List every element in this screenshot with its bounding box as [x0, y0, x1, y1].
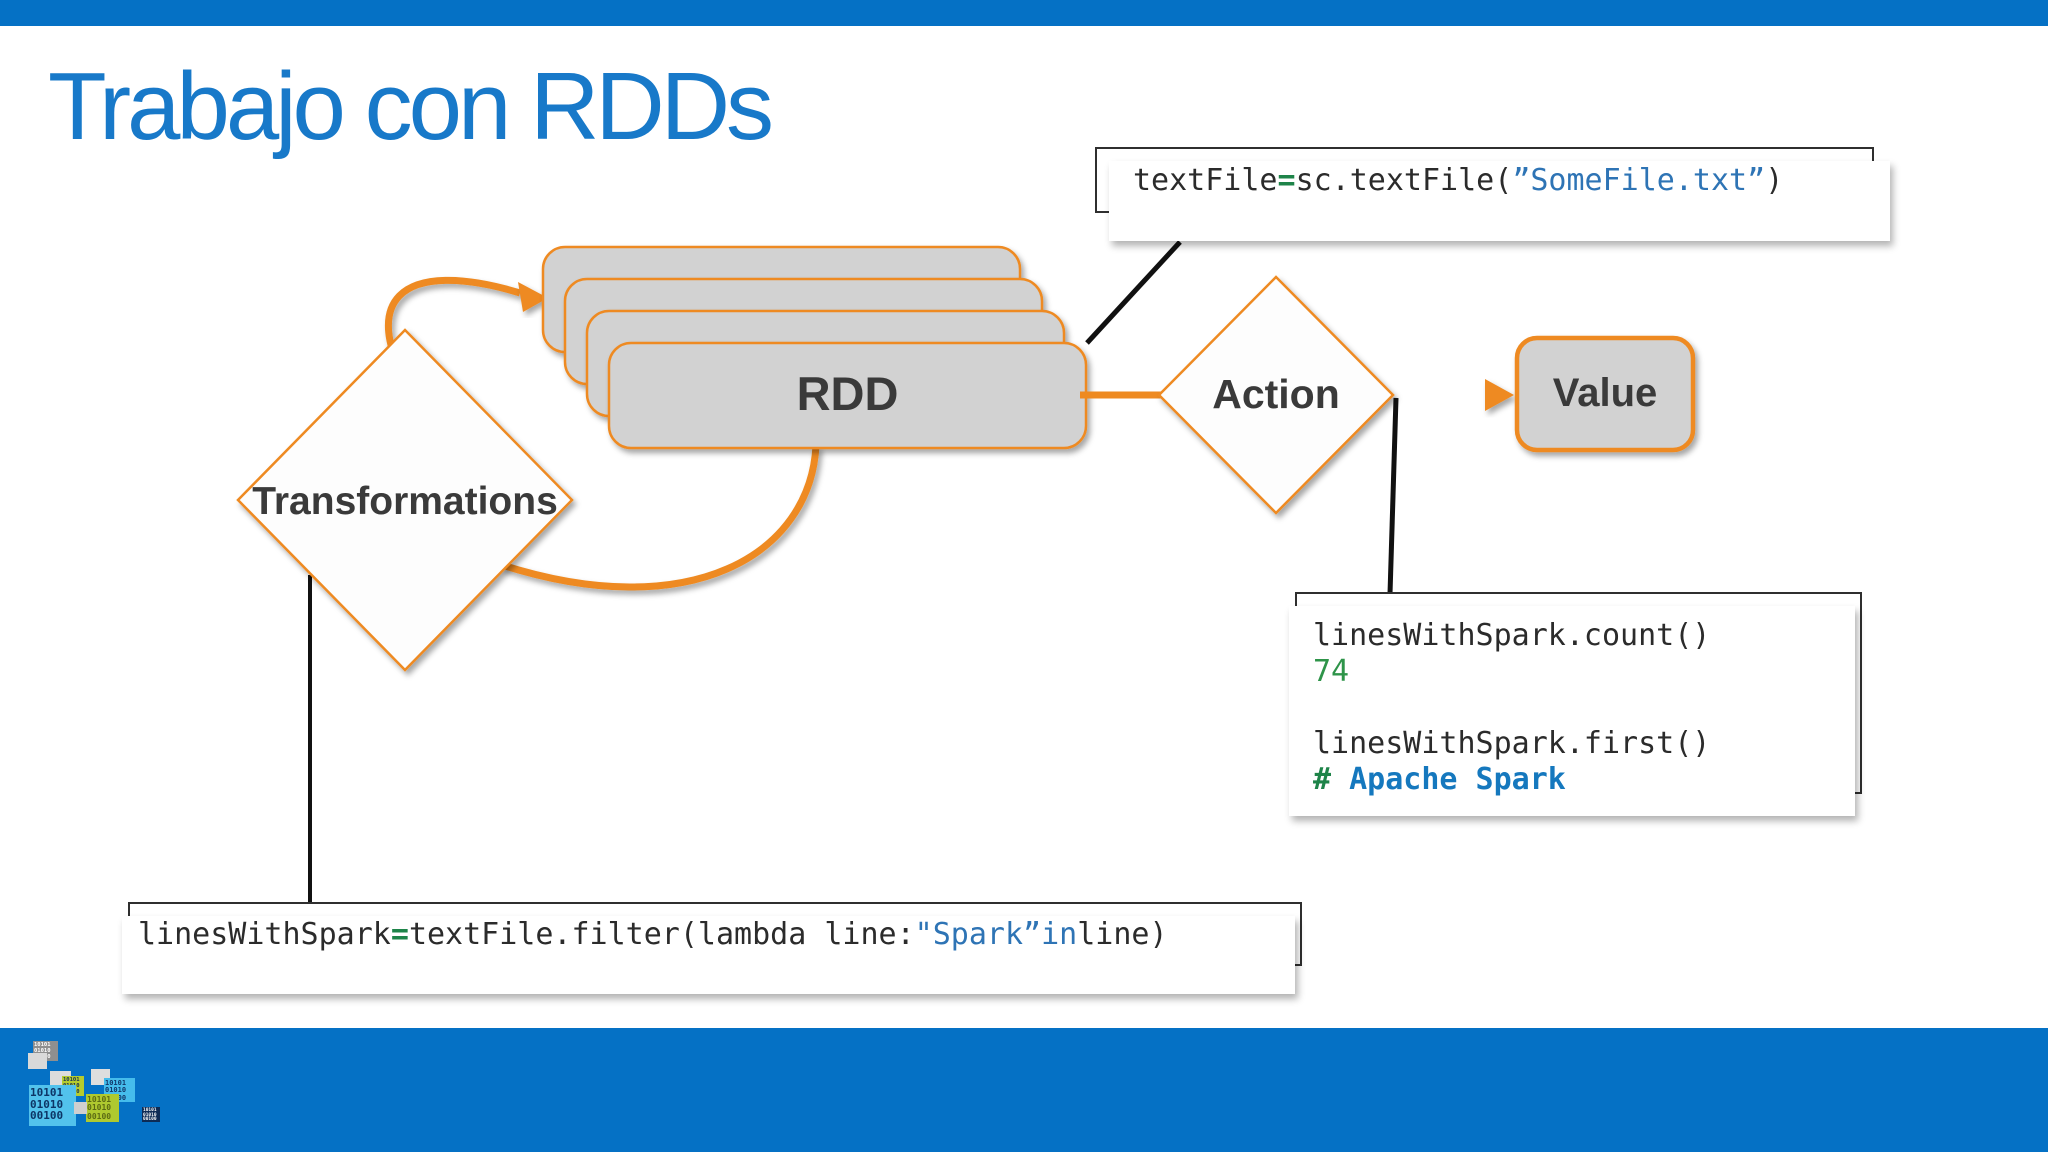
logo-binary-text: 10101 01010 00100	[30, 1086, 64, 1123]
logo-square: 10101 01010 00100	[86, 1094, 119, 1122]
code-box-textfile: textFile = sc.textFile(”SomeFile.txt”)	[1095, 147, 1890, 241]
code-token: in	[1041, 916, 1078, 952]
code-token: textFile	[1133, 162, 1278, 198]
code-line-blank	[1313, 690, 1860, 726]
code-line: linesWithSpark.first()	[1313, 726, 1711, 761]
code-box-filter: linesWithSpark = textFile.filter(lambda …	[122, 902, 1302, 994]
code-token: textFile.filter(lambda line:	[408, 916, 915, 952]
top-accent-bar	[0, 0, 2048, 26]
code-token: =	[1277, 162, 1296, 198]
code-token: #	[1313, 762, 1350, 797]
logo-square	[74, 1102, 87, 1114]
code-token: ”SomeFile.txt”	[1512, 162, 1766, 198]
code-token: line)	[1077, 916, 1168, 952]
action-label: Action	[1212, 371, 1340, 417]
code-line: 74	[1313, 654, 1350, 689]
code-token: Apache Spark	[1349, 762, 1566, 797]
logo-square: 10101 01010 00100	[142, 1107, 160, 1122]
connector-textfile-to-rdd	[1085, 240, 1182, 345]
action-diamond	[1157, 275, 1395, 515]
code-token: sc.textFile(	[1295, 162, 1513, 198]
logo-binary-text: 10101 01010 00100	[87, 1095, 112, 1121]
code-token: =	[390, 916, 409, 952]
action-to-value-arrow	[1392, 379, 1514, 411]
rdd-stack	[541, 245, 1088, 450]
code-line: # Apache Spark	[1313, 762, 1860, 798]
value-box	[1514, 335, 1696, 453]
logo-square: 10101 01010 00100	[29, 1085, 76, 1126]
slide-title: Trabajo con RDDs	[48, 53, 774, 160]
code-token: linesWithSpark	[138, 916, 391, 952]
code-token: "Spark”	[914, 916, 1042, 952]
code-line: linesWithSpark.count()	[1313, 618, 1711, 653]
logo-square	[28, 1053, 47, 1069]
bottom-footer-bar	[0, 1028, 2048, 1152]
logo-binary-text: 10101 01010 00100	[143, 1108, 157, 1122]
transformations-diamond	[236, 328, 574, 672]
code-box-results: linesWithSpark.count() 74 linesWithSpark…	[1289, 592, 1862, 816]
rdd-label: RDD	[796, 367, 899, 420]
value-label: Value	[1552, 371, 1658, 415]
transformations-label: Transformations	[252, 480, 558, 523]
code-token: )	[1765, 162, 1784, 198]
rdd-to-transformations-curve	[500, 445, 820, 591]
connector-action-to-results	[1387, 397, 1399, 595]
